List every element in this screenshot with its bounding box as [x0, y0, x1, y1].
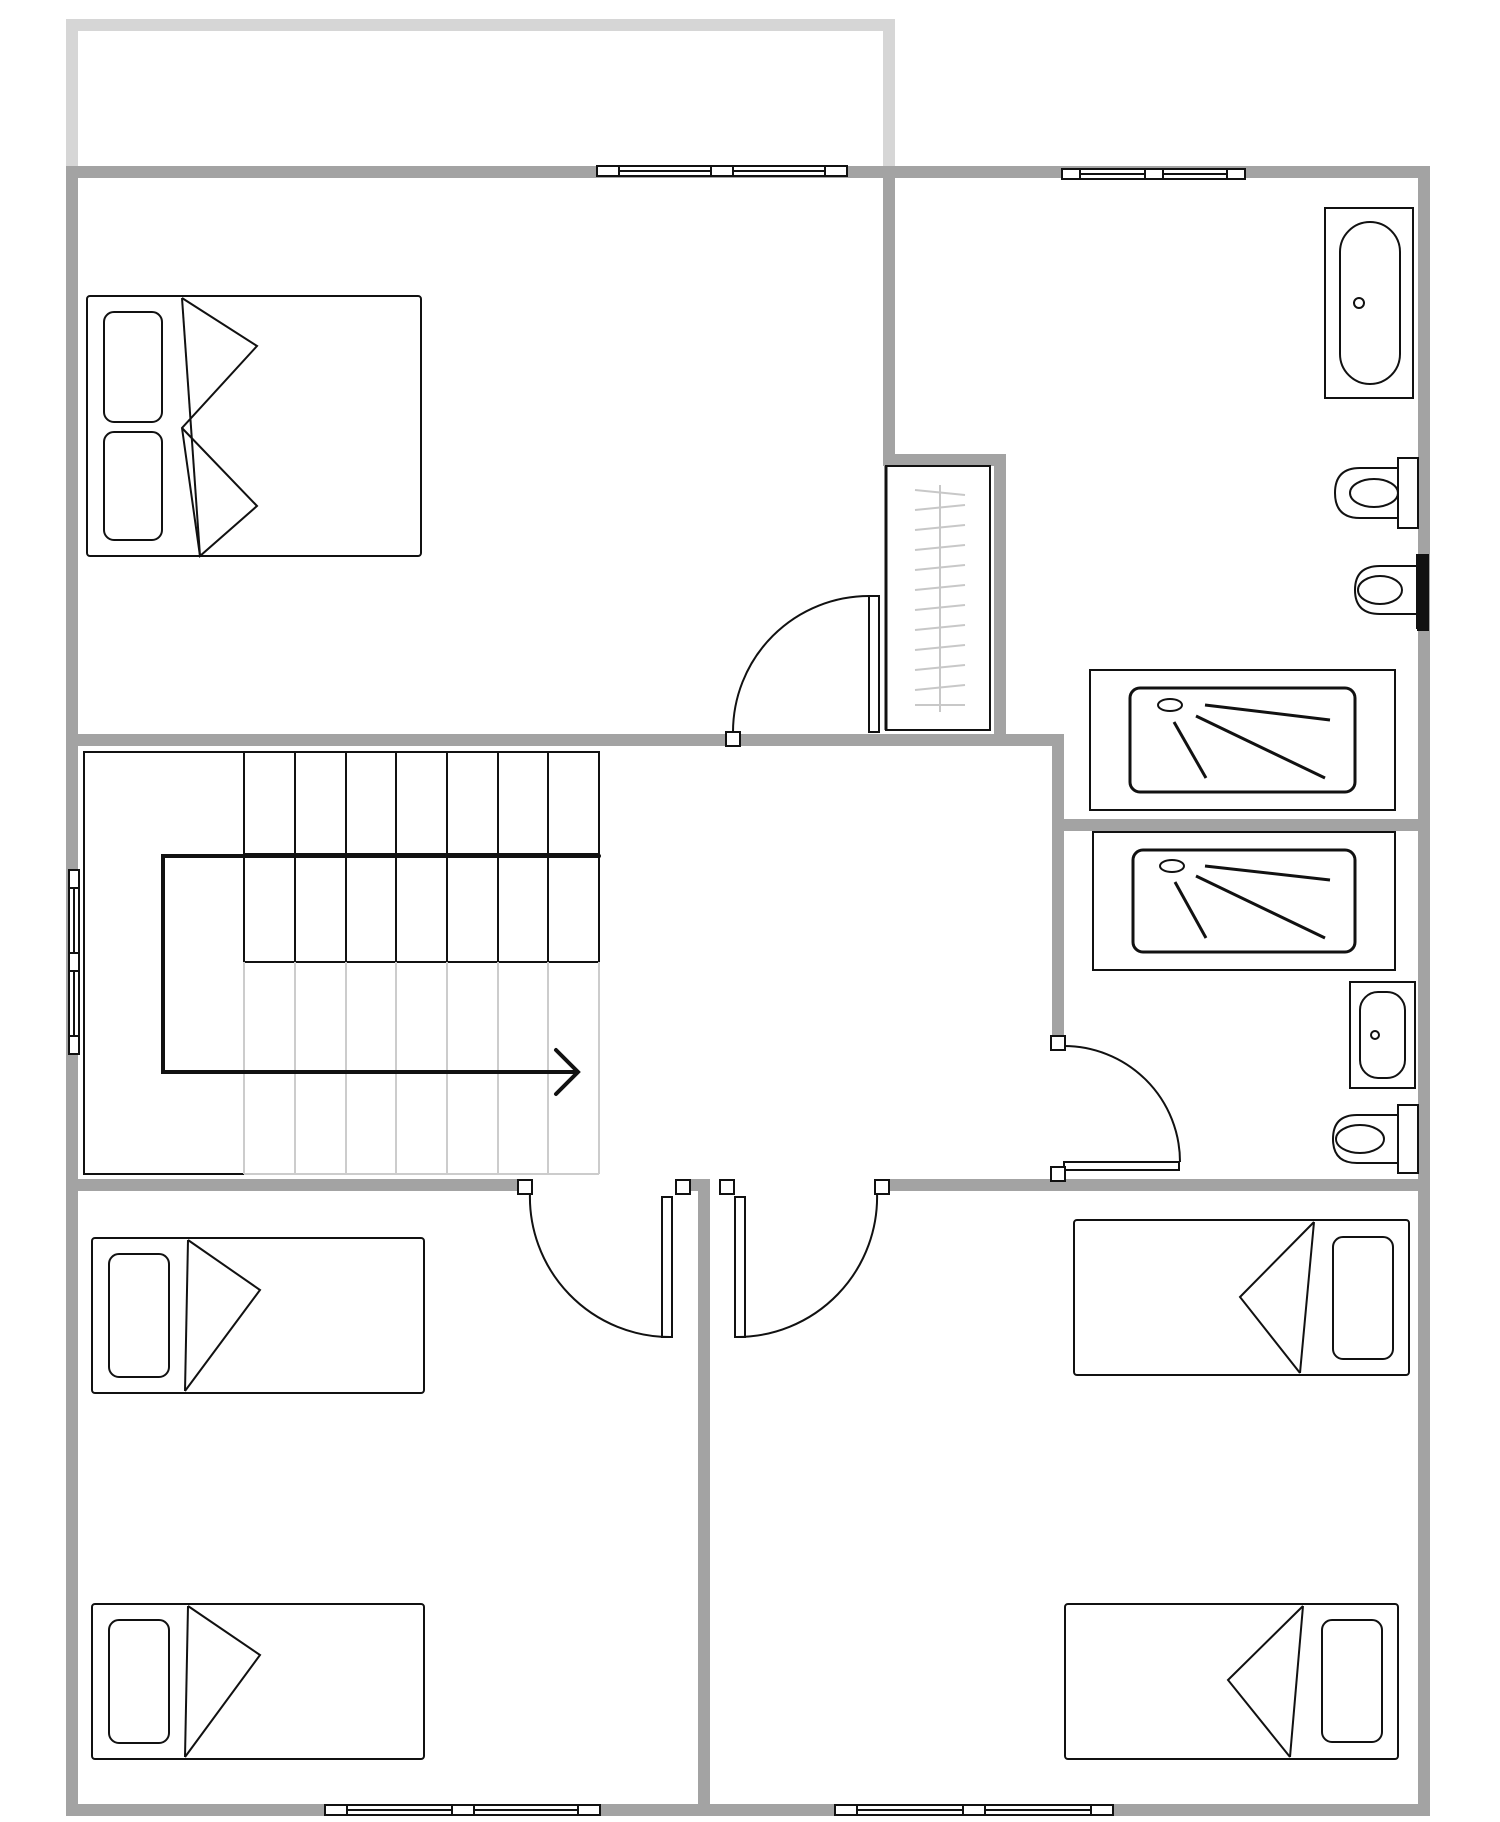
bedroom-bottom-right	[1064, 1219, 1410, 1760]
wardrobe-icon	[884, 465, 991, 731]
toilet-icon	[1353, 554, 1428, 629]
windows	[68, 165, 1429, 1816]
single-bed-icon	[91, 1603, 425, 1760]
bathroom-main	[1089, 207, 1428, 811]
balcony	[66, 19, 895, 176]
bedroom-master	[86, 295, 991, 747]
door-master	[725, 595, 880, 747]
window-stair	[68, 869, 80, 1055]
door-bedroom-bottom-left	[517, 1179, 691, 1338]
window-bathroom	[1061, 168, 1246, 180]
toilet-icon	[1333, 457, 1419, 529]
ensuite	[1050, 831, 1419, 1182]
window-bedroom-bottom-left	[324, 1804, 601, 1816]
sink-icon	[1349, 981, 1416, 1089]
single-bed-icon	[1064, 1603, 1399, 1760]
doors-bedrooms	[517, 1179, 890, 1338]
window-master	[596, 165, 848, 177]
walls	[66, 166, 1430, 1816]
shower-icon	[1089, 669, 1396, 811]
direction-arrow-icon	[161, 854, 601, 1096]
balcony-outline	[66, 19, 895, 176]
double-bed-icon	[86, 295, 422, 558]
window-bedroom-bottom-right	[834, 1804, 1114, 1816]
single-bed-icon	[91, 1237, 425, 1394]
single-bed-icon	[1073, 1219, 1410, 1376]
shower-icon	[1092, 831, 1396, 971]
door-ensuite	[1050, 1035, 1181, 1182]
bedroom-bottom-left	[91, 1237, 425, 1760]
bathtub-icon	[1324, 207, 1414, 399]
toilet-icon	[1331, 1104, 1419, 1174]
staircase	[83, 751, 601, 1175]
door-bedroom-bottom-right	[719, 1179, 890, 1338]
